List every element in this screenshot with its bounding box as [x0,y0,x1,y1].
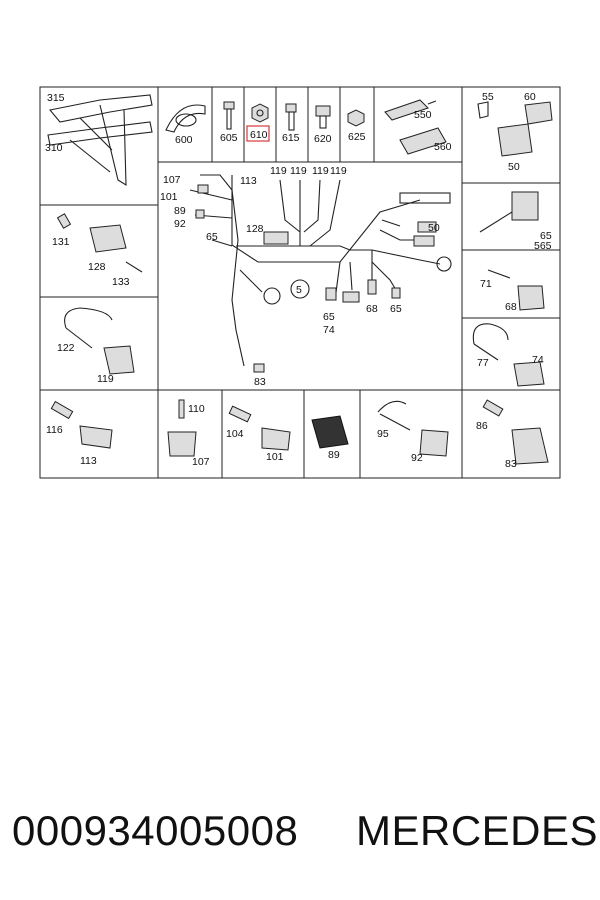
label-89-bottom: 89 [328,449,340,461]
label-310: 310 [45,142,63,154]
label-68-right: 68 [505,301,517,313]
label-65-b: 65 [323,311,335,323]
label-74-right: 74 [532,354,544,366]
bolt-620 [315,105,331,129]
connector-50-55-60 [477,101,553,157]
label-104: 104 [226,428,244,440]
sensor-107-110 [167,399,197,457]
label-615: 615 [282,132,300,144]
label-560: 560 [434,141,452,153]
connector-68-71 [487,269,545,311]
wiring-harness-5 [189,174,452,373]
label-71: 71 [480,278,492,290]
label-107: 107 [163,174,181,186]
label-68-main: 68 [366,303,378,315]
label-101-bottom: 101 [266,451,284,463]
label-74-main: 74 [323,324,335,336]
label-77: 77 [477,357,489,369]
label-122: 122 [57,342,75,354]
connector-128-131-133 [56,213,143,273]
brand-name: MERCEDES [356,807,599,854]
cable-tie-600 [165,104,206,133]
label-600: 600 [175,134,193,146]
bracket-310-315 [47,94,153,187]
connector-92-95 [377,400,449,457]
label-65-right: 65 [540,230,552,242]
connector-83-86 [482,399,549,465]
part-number: 000934005008 [12,807,299,854]
label-119-c: 119 [312,165,329,177]
nut-625 [347,109,365,127]
label-113: 113 [240,175,257,187]
label-95: 95 [377,428,389,440]
label-92: 92 [174,218,186,230]
label-116: 116 [46,424,63,436]
label-89: 89 [174,205,186,217]
label-65-c: 65 [390,303,402,315]
label-50-main: 50 [428,222,440,234]
footer: 000934005008 MERCEDES [0,805,600,865]
diagram-frame [39,86,561,479]
connector-113-116 [50,400,113,449]
bolt-615 [285,103,297,131]
label-620: 620 [314,133,332,145]
parts-diagram: 315 310 600 605 610 615 620 625 550 560 … [39,86,561,479]
label-60: 60 [524,91,536,103]
label-550: 550 [414,109,432,121]
label-119-d: 119 [330,165,347,177]
label-119-left: 119 [97,373,114,385]
connector-550-560 [384,99,447,155]
label-65-main: 65 [206,231,218,243]
label-107-bottom: 107 [192,456,210,468]
label-92-bottom: 92 [411,452,423,464]
label-83-main: 83 [254,376,266,388]
highlight-610 [246,125,270,142]
label-5: 5 [296,284,302,296]
label-110: 110 [188,403,205,415]
label-133: 133 [112,276,130,288]
label-55: 55 [482,91,494,103]
label-128-main: 128 [246,223,264,235]
label-315: 315 [47,92,65,104]
connector-101-104 [228,405,291,451]
sleeve-89 [311,415,349,449]
screw-605 [223,101,235,130]
label-113-bottom: 113 [80,455,97,467]
part-labels: 315 310 600 605 610 615 620 625 550 560 … [45,91,552,470]
label-605: 605 [220,132,238,144]
label-86: 86 [476,420,488,432]
connector-119-122 [64,307,135,375]
label-128-left: 128 [88,261,106,273]
label-101: 101 [160,191,178,203]
label-119-b: 119 [290,165,307,177]
nut-610 [251,103,269,123]
grid-lines [40,87,560,478]
label-610: 610 [250,129,268,141]
label-83-bottom: 83 [505,458,517,470]
label-50-top: 50 [508,161,520,173]
connector-65-565 [479,191,539,233]
label-119-a: 119 [270,165,287,177]
label-565: 565 [534,240,552,252]
label-131: 131 [52,236,70,248]
connector-74-77 [472,323,545,387]
label-625: 625 [348,131,366,143]
